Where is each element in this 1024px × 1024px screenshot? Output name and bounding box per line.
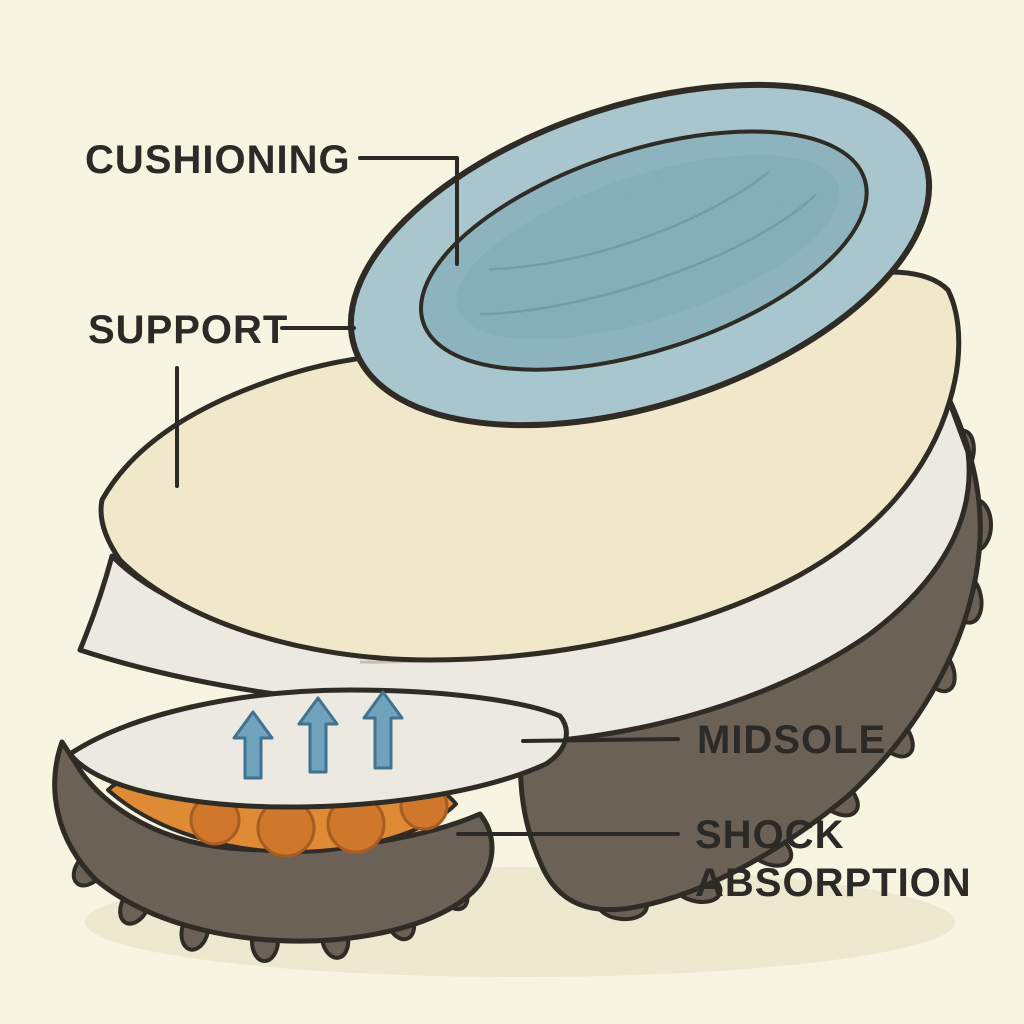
support-label: SUPPORT	[88, 308, 288, 352]
midsole-connector-line	[521, 737, 680, 743]
shock-absorption-label-line1: SHOCK	[695, 813, 844, 857]
cushioning-connector-line	[358, 156, 459, 266]
midsole-label: MIDSOLE	[697, 718, 886, 762]
cushioning-label: CUSHIONING	[85, 138, 351, 182]
shock-absorption-label-line2: ABSORPTION	[695, 861, 972, 905]
